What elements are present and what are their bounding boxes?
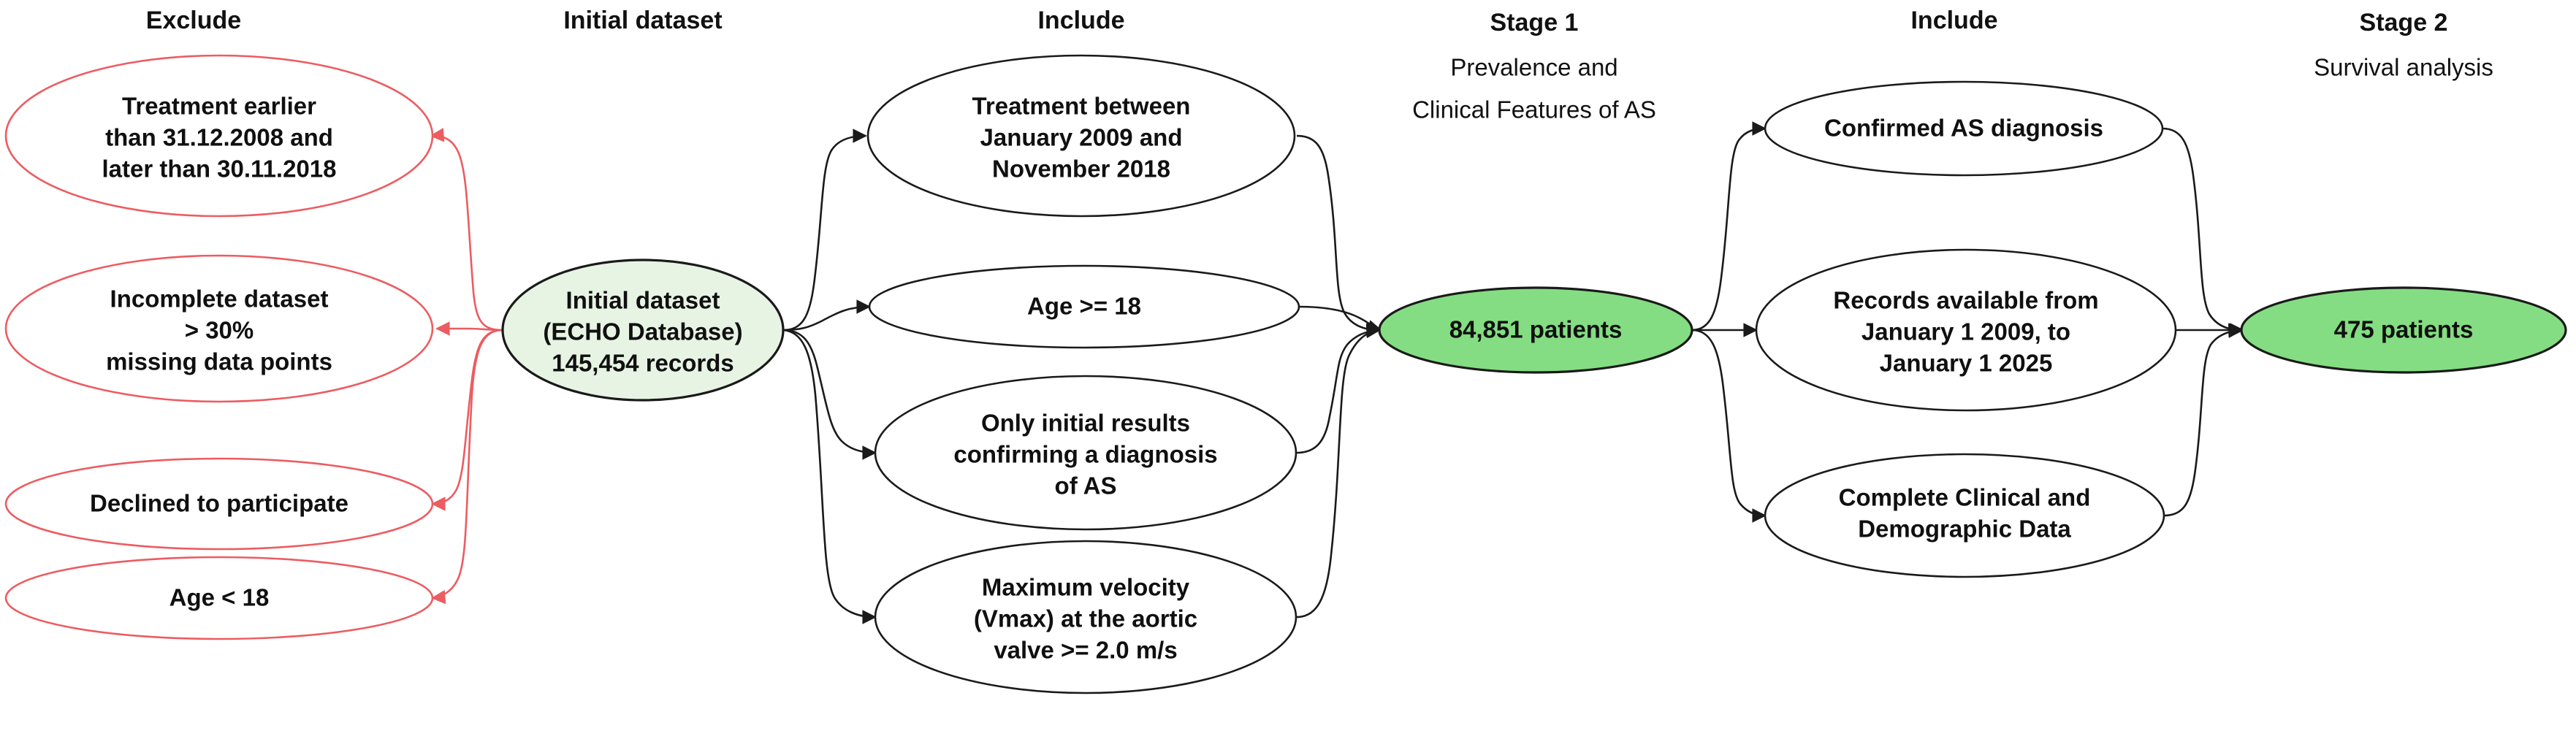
ellipse-include-3[interactable] <box>874 375 1297 531</box>
node-include2-complete-data[interactable]: Complete Clinical and Demographic Data <box>1764 453 2165 578</box>
edges-include2-to-stage2-group <box>2162 127 2244 517</box>
ellipse-include-2[interactable] <box>868 264 1300 349</box>
edge-initial-to-include-4 <box>782 329 877 624</box>
ellipse-include-1[interactable] <box>866 54 1296 218</box>
column-header-exclude: Exclude <box>146 7 241 34</box>
ellipse-exclude-4[interactable] <box>4 556 434 640</box>
edges-include1-to-stage1-group <box>1296 134 1382 619</box>
edge-include-2c-to-stage-2 <box>2163 323 2243 517</box>
include-2b-line-3: January 1 2025 <box>1880 350 2053 377</box>
node-include-vmax[interactable]: Maximum velocity (Vmax) at the aortic va… <box>874 540 1297 694</box>
node-include-treatment-window[interactable]: Treatment between January 2009 and Novem… <box>866 54 1296 218</box>
ellipse-stage-2[interactable] <box>2240 286 2567 374</box>
edge-stage-1-to-include-2a <box>1691 121 1767 332</box>
include-1-line-1: Treatment between <box>972 93 1191 120</box>
include-1-line-2: January 2009 and <box>980 124 1183 151</box>
edge-initial-to-include-2 <box>782 299 871 332</box>
stage-2-value: 475 patients <box>2334 316 2474 343</box>
node-include2-confirmed-diagnosis[interactable]: Confirmed AS diagnosis <box>1764 80 2164 177</box>
edge-initial-to-include-3 <box>782 329 877 460</box>
edge-initial-to-exclude-4 <box>431 329 503 605</box>
node-stage-2-result[interactable]: 475 patients <box>2240 286 2567 374</box>
edge-include-3-to-stage-1 <box>1296 323 1381 454</box>
column-headers: Exclude Initial dataset Include Stage 1 … <box>146 7 2493 123</box>
exclude-1-line-2: than 31.12.2008 and <box>105 124 333 151</box>
exclude-2-line-1: Incomplete dataset <box>110 286 329 313</box>
include-4-line-1: Maximum velocity <box>982 574 1190 601</box>
node-exclude-incomplete-dataset[interactable]: Incomplete dataset > 30% missing data po… <box>4 254 434 403</box>
edge-include-2-to-stage-1 <box>1298 305 1382 334</box>
include-3-line-1: Only initial results <box>981 410 1190 437</box>
exclude-3-line-1: Declined to participate <box>90 490 348 517</box>
edges-stage1-to-include2-group <box>1691 121 1767 523</box>
edge-stage-1-to-include-2c <box>1691 329 1767 523</box>
ellipse-include-2c[interactable] <box>1764 453 2165 578</box>
include-2c-line-1: Complete Clinical and <box>1839 484 2091 511</box>
ellipse-exclude-1[interactable] <box>4 54 434 218</box>
exclude-2-line-3: missing data points <box>106 348 332 375</box>
include-4-line-2: (Vmax) at the aortic <box>974 605 1197 632</box>
exclude-1-line-1: Treatment earlier <box>122 93 316 120</box>
column-header-include-1: Include <box>1037 7 1124 34</box>
edges-include1-group <box>782 129 877 624</box>
edge-include-1-to-stage-1 <box>1296 134 1381 337</box>
initial-dataset-line-1: Initial dataset <box>566 287 720 314</box>
node-exclude-declined[interactable]: Declined to participate <box>4 457 434 551</box>
node-include-age-18-plus[interactable]: Age >= 18 <box>868 264 1300 349</box>
exclude-4-line-1: Age < 18 <box>169 584 270 611</box>
column-subtitle-stage-1-line2: Clinical Features of AS <box>1412 96 1656 123</box>
column-header-initial-dataset: Initial dataset <box>563 7 722 34</box>
node-exclude-treatment-dates[interactable]: Treatment earlier than 31.12.2008 and la… <box>4 54 434 218</box>
initial-dataset-line-3: 145,454 records <box>552 350 734 377</box>
stage-1-value: 84,851 patients <box>1449 316 1623 343</box>
ellipse-include-2a[interactable] <box>1764 80 2164 177</box>
include-2-line-1: Age >= 18 <box>1027 293 1141 320</box>
include-1-line-3: November 2018 <box>992 156 1170 183</box>
column-subtitle-stage-2-line1: Survival analysis <box>2314 54 2493 81</box>
ellipse-exclude-3[interactable] <box>4 457 434 551</box>
node-include2-records-available[interactable]: Records available from January 1 2009, t… <box>1755 248 2177 412</box>
column-header-stage-1: Stage 1 <box>1490 9 1579 37</box>
include-2b-line-1: Records available from <box>1833 287 2098 314</box>
include-3-line-3: of AS <box>1055 472 1117 499</box>
edge-initial-to-exclude-1 <box>430 128 503 332</box>
include-3-line-2: confirming a diagnosis <box>953 441 1217 468</box>
edge-initial-to-include-1 <box>782 129 867 332</box>
edges-exclude-group <box>430 128 503 605</box>
exclude-1-line-3: later than 30.11.2018 <box>102 156 336 183</box>
column-header-include-2: Include <box>1910 7 1997 34</box>
node-exclude-age-under-18[interactable]: Age < 18 <box>4 556 434 640</box>
ellipse-include-2b[interactable] <box>1755 248 2177 412</box>
initial-dataset-line-2: (ECHO Database) <box>543 318 742 345</box>
edge-include-2a-to-stage-2 <box>2162 127 2243 337</box>
column-header-stage-2: Stage 2 <box>2360 9 2448 37</box>
ellipse-exclude-2[interactable] <box>4 254 434 403</box>
edge-initial-to-exclude-2 <box>435 321 503 336</box>
node-stage-1-result[interactable]: 84,851 patients <box>1378 286 1693 374</box>
include-2c-line-2: Demographic Data <box>1858 516 2071 543</box>
include-2a-line-1: Confirmed AS diagnosis <box>1824 115 2103 142</box>
ellipse-initial-dataset[interactable] <box>501 259 785 402</box>
node-initial-dataset[interactable]: Initial dataset (ECHO Database) 145,454 … <box>501 259 785 402</box>
column-subtitle-stage-1-line1: Prevalence and <box>1450 54 1617 81</box>
ellipse-stage-1[interactable] <box>1378 286 1693 374</box>
include-4-line-3: valve >= 2.0 m/s <box>994 637 1177 664</box>
exclude-2-line-2: > 30% <box>185 317 254 344</box>
node-include-initial-results[interactable]: Only initial results confirming a diagno… <box>874 375 1297 531</box>
edge-include-4-to-stage-1 <box>1296 323 1381 619</box>
include-2b-line-2: January 1 2009, to <box>1861 318 2070 345</box>
ellipse-include-4[interactable] <box>874 540 1297 694</box>
